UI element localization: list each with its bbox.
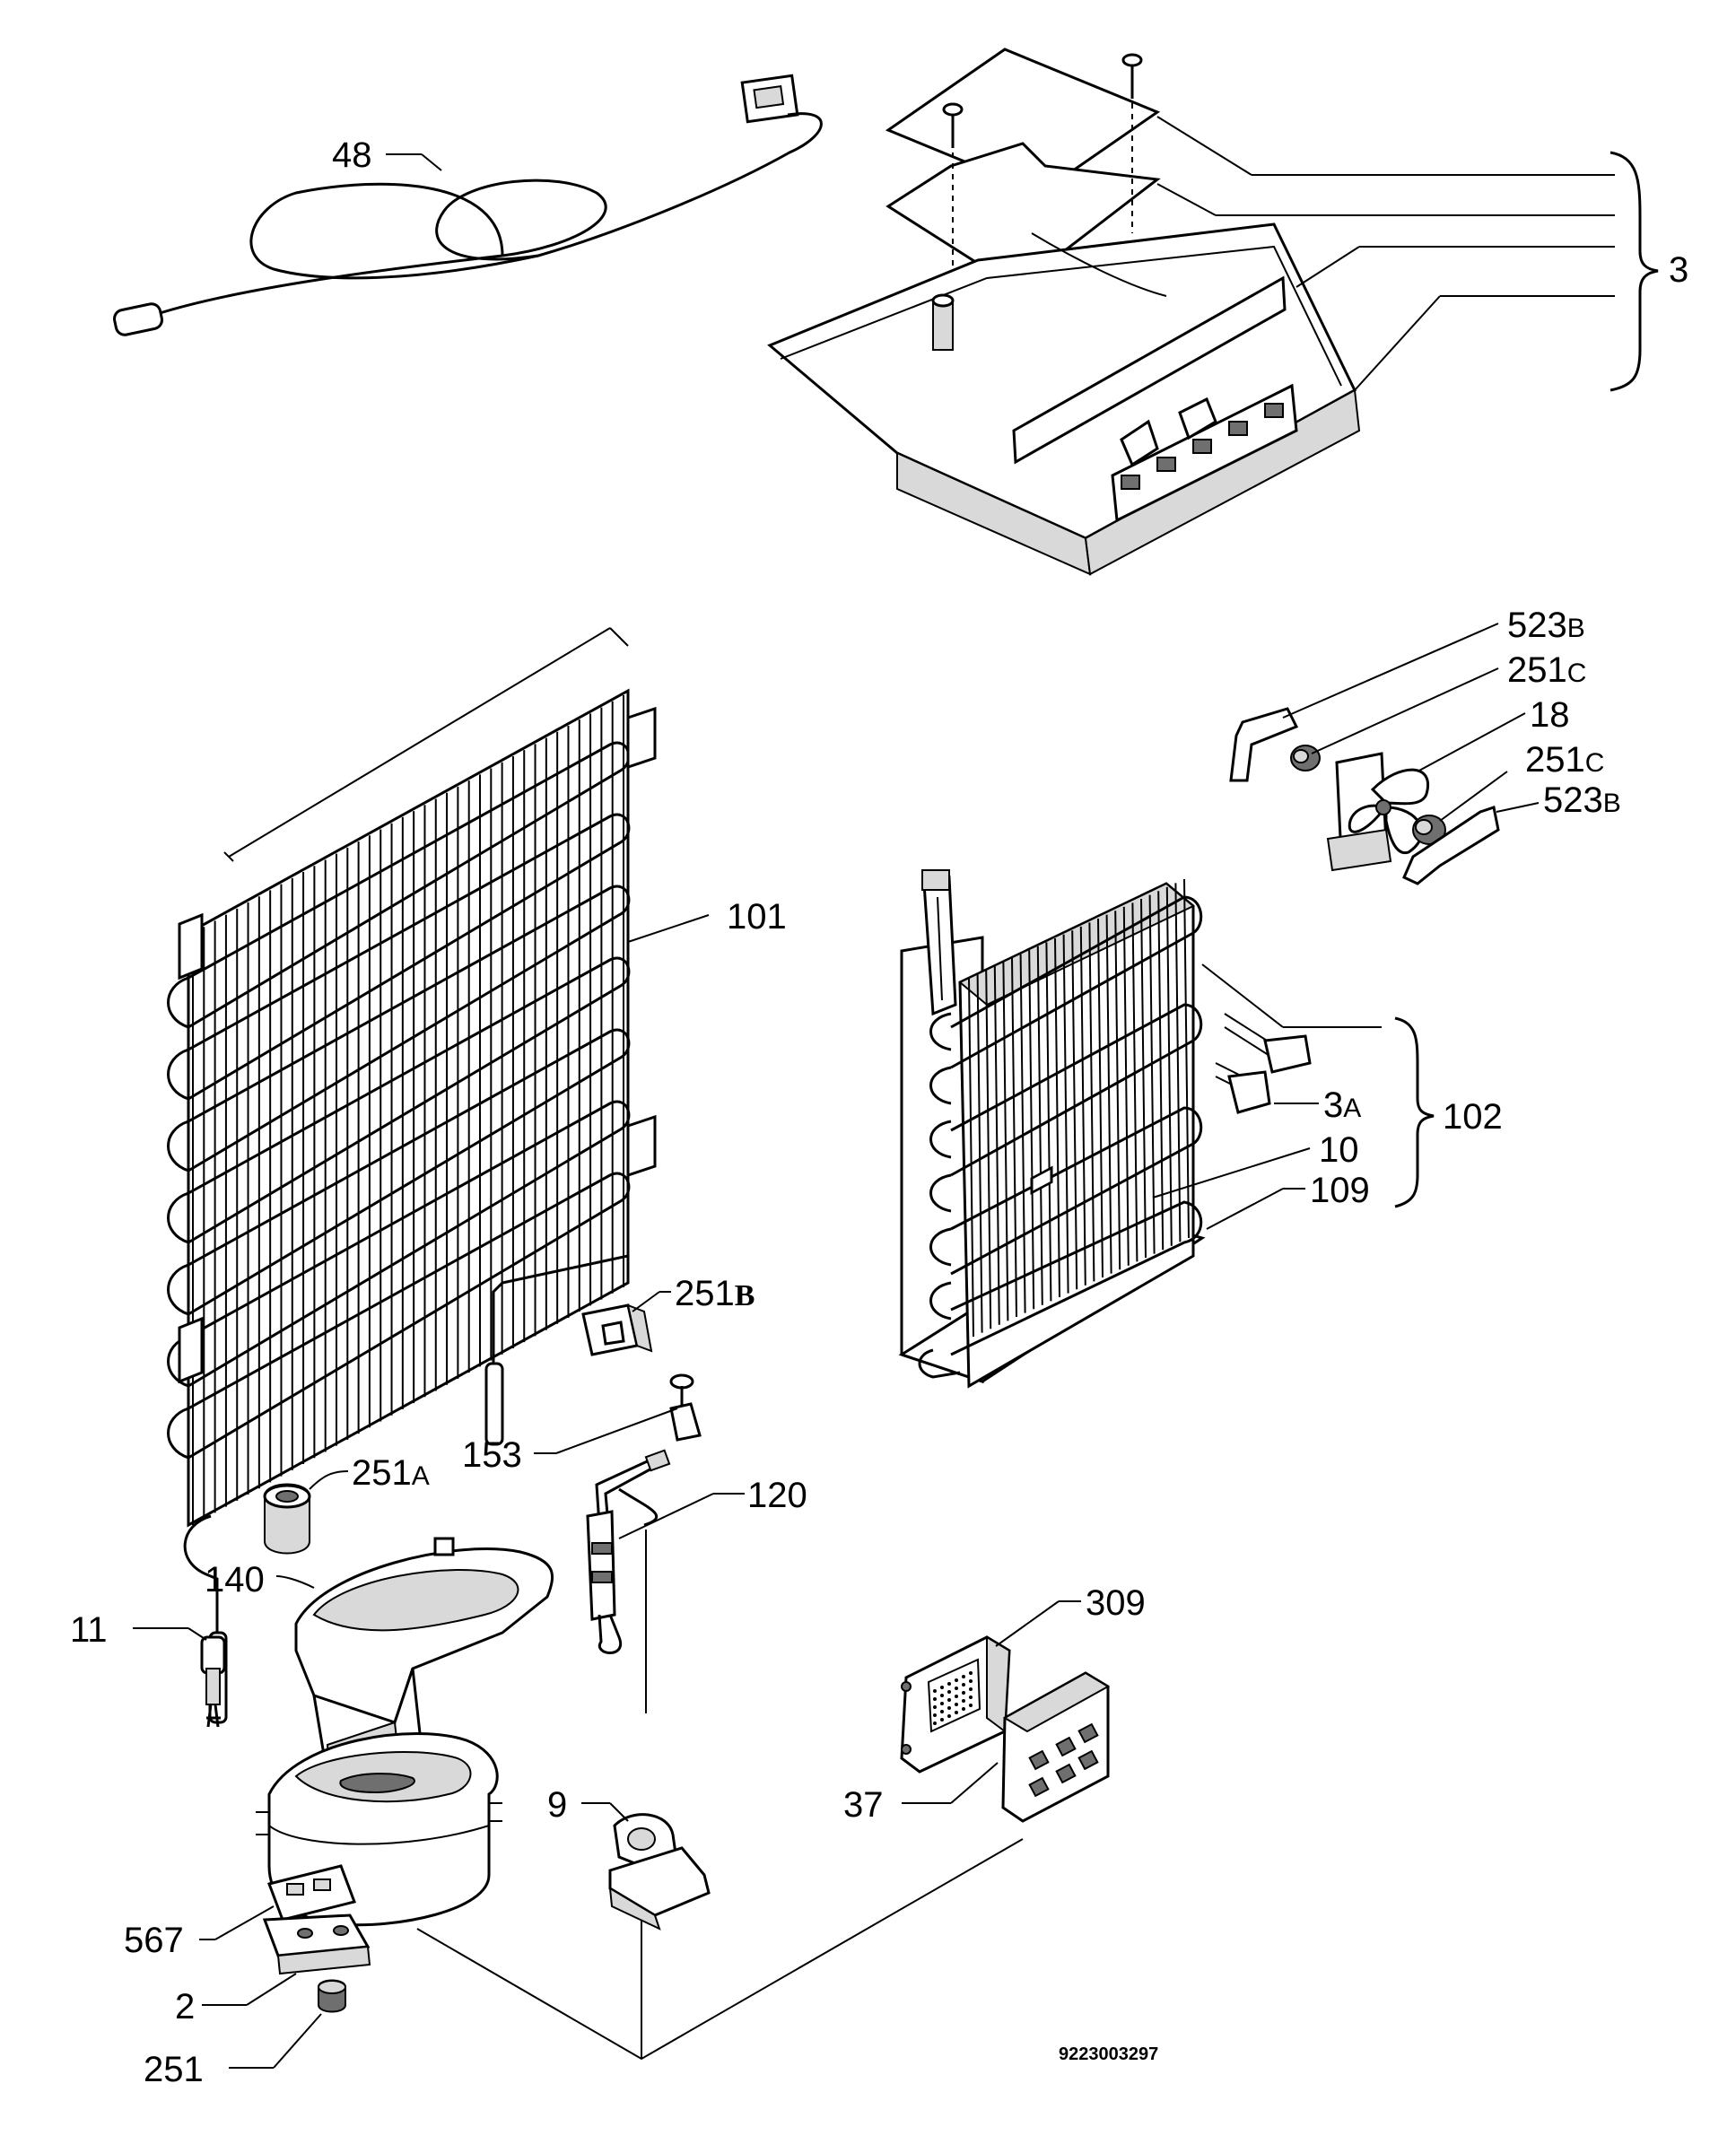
part-309-control-board[interactable] [900,1635,1011,1774]
board-component [962,1683,965,1687]
evaporator-fin [1114,911,1121,1270]
callout-48: 48 [332,135,372,175]
evaporator-fin [1148,894,1156,1254]
board-component [962,1691,965,1695]
part-48-sensor-cable[interactable] [113,74,823,336]
part-251a-grommet[interactable] [263,1483,311,1555]
part-523b-bracket-bottom[interactable] [1402,806,1500,885]
board-component [940,1694,944,1697]
board-component [955,1703,958,1706]
board-component [962,1707,965,1711]
part-251c-grommet-top[interactable] [1290,745,1321,771]
board-component [940,1702,944,1705]
evaporator-fin [1097,918,1104,1278]
callout-109: 109 [1310,1171,1370,1210]
part-102-evaporator[interactable] [898,869,1206,1389]
callout-10: 10 [1319,1130,1359,1170]
board-component [947,1714,951,1718]
callout-251: 251 [144,2050,204,2089]
callout-523b-top: 523B [1507,606,1585,645]
board-component [933,1697,937,1701]
callout-523b-bottom: 523B [1543,780,1621,820]
callout-37: 37 [843,1785,884,1825]
evaporator-fin [1002,962,1009,1321]
part-567-mounting-plate[interactable] [267,1864,356,1922]
part-120-drier[interactable] [586,1449,671,1654]
board-component [940,1710,944,1713]
callout-567: 567 [124,1921,184,1960]
callout-102: 102 [1443,1097,1503,1137]
evaporator-fin [985,970,992,1329]
evaporator-fin [1019,954,1026,1313]
board-component [955,1678,958,1682]
evaporator-fin [1054,937,1060,1298]
part-153-filter-tip[interactable] [669,1373,702,1442]
board-component [933,1722,937,1725]
board-component [933,1705,937,1709]
board-component [933,1689,937,1693]
board-component [955,1695,958,1698]
callout-153: 153 [462,1435,522,1475]
evaporator-fin [993,965,1000,1325]
board-component [969,1671,973,1675]
callout-120: 120 [747,1476,807,1515]
board-component [962,1699,965,1703]
evaporator-fin [1011,957,1017,1318]
part-11-starter-relay[interactable] [200,1635,226,1728]
board-component [969,1687,973,1691]
evaporator-fin [1079,926,1086,1286]
board-component [969,1695,973,1699]
part-37-switch-panel[interactable] [1001,1165,1110,1823]
board-component [947,1690,951,1694]
board-component [933,1713,937,1717]
callout-251c-bottom: 251C [1525,740,1604,780]
board-component [947,1682,951,1686]
board-component [955,1711,958,1714]
part-251c-grommet-bottom[interactable] [1412,815,1446,845]
evaporator-fin [968,977,974,1338]
callout-140: 140 [205,1560,265,1599]
evaporator-fin [1062,934,1069,1294]
part-251b-clip[interactable] [581,1303,653,1356]
callout-101: 101 [727,897,787,937]
evaporator-fin [1131,902,1138,1262]
part-3a-thermostat-sensor[interactable] [1215,1013,1312,1114]
board-component [969,1679,973,1683]
callout-251c-top: 251C [1507,650,1586,690]
callout-2: 2 [175,1987,195,2027]
callout-9: 9 [547,1785,567,1825]
board-component [955,1687,958,1690]
callout-251b: 251B [675,1274,755,1313]
callout-309: 309 [1086,1583,1146,1623]
part-compressor[interactable] [256,1732,502,1927]
board-component [969,1704,973,1707]
board-component [940,1686,944,1689]
document-code: 9223003297 [1059,2044,1158,2064]
callout-3a: 3A [1323,1085,1361,1125]
evaporator-fin [1105,914,1112,1274]
board-component [962,1675,965,1678]
part-2-base-bracket[interactable] [262,1913,371,1975]
callout-18: 18 [1530,695,1570,735]
evaporator-fin [1122,906,1130,1266]
evaporator-fin [976,973,983,1333]
callout-251a: 251A [352,1453,430,1493]
part-18-fan-motor[interactable] [1326,752,1430,872]
board-component [947,1706,951,1710]
evaporator-fin [1088,922,1095,1282]
evaporator-fin [1071,930,1078,1290]
board-component [947,1698,951,1702]
part-3-control-housing[interactable] [767,48,1361,576]
part-9-pipe-clamp[interactable] [608,1813,711,1931]
callout-3: 3 [1669,250,1688,290]
evaporator-fin [1140,898,1147,1259]
board-component [940,1718,944,1722]
part-251-foot-grommet[interactable] [318,1979,346,2013]
callout-11: 11 [70,1610,108,1650]
part-523b-bracket-top[interactable] [1229,707,1299,782]
